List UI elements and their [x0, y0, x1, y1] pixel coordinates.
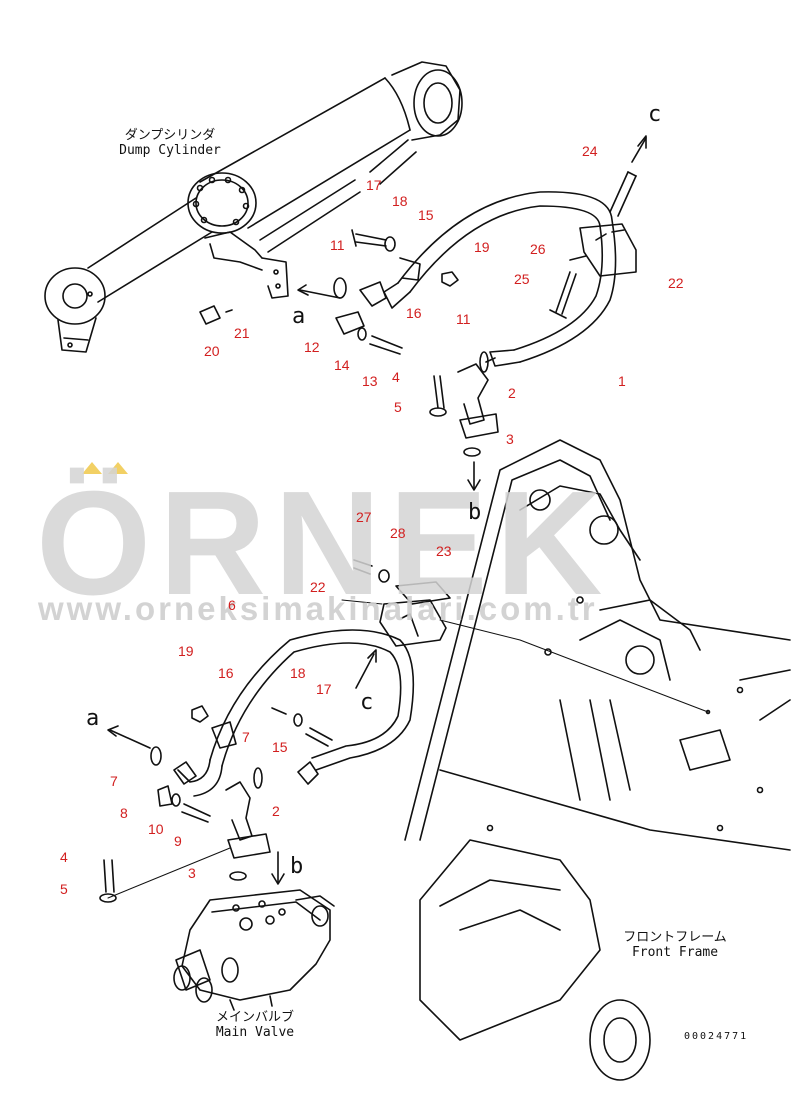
callout-10: 10	[148, 821, 164, 837]
callout-4-bottom: 4	[60, 849, 68, 865]
callout-8: 8	[120, 805, 128, 821]
watermark-dots-icon	[82, 462, 128, 474]
watermark-brand: ÖRNEK	[36, 461, 611, 626]
callout-13: 13	[362, 373, 378, 389]
front-frame-jp: フロントフレーム	[623, 930, 727, 945]
callout-20: 20	[204, 343, 220, 359]
callout-16-top: 16	[406, 305, 422, 321]
callout-12: 12	[304, 339, 320, 355]
callout-17-bottom: 17	[316, 681, 332, 697]
main-valve-jp: メインバルブ	[215, 1010, 294, 1025]
view-letter-a-bottom: a	[86, 706, 100, 731]
callout-25: 25	[514, 271, 530, 287]
drawing-number: 00024771	[684, 1031, 749, 1042]
callout-19-bottom: 19	[178, 643, 194, 659]
view-letter-b-bottom: b	[290, 854, 304, 879]
callout-19-top: 19	[474, 239, 490, 255]
callout-15-bottom: 15	[272, 739, 288, 755]
callout-2-top: 2	[508, 385, 516, 401]
front-frame-en: Front Frame	[631, 945, 719, 960]
callout-6: 6	[228, 597, 236, 613]
view-letter-b-top: b	[468, 500, 482, 525]
callout-17-top: 17	[366, 177, 382, 193]
callout-3-bottom: 3	[188, 865, 196, 881]
main-valve-drawing	[173, 889, 335, 1011]
callout-14: 14	[334, 357, 350, 373]
callout-5-top: 5	[394, 399, 402, 415]
callout-15-top: 15	[418, 207, 434, 223]
lower-hose-drawing	[99, 559, 451, 903]
callout-3-top: 3	[506, 431, 514, 447]
view-letter-c-bottom: c	[360, 690, 374, 715]
callout-21: 21	[234, 325, 250, 341]
callout-7-b: 7	[110, 773, 118, 789]
callout-4-top: 4	[392, 369, 400, 385]
view-letter-c-top: c	[648, 102, 662, 127]
callout-16-bottom: 16	[218, 665, 234, 681]
callout-7-a: 7	[242, 729, 250, 745]
callout-22-top: 22	[668, 275, 684, 291]
front-frame-caption: フロントフレーム Front Frame	[620, 930, 730, 960]
main-valve-caption: メインバルブ Main Valve	[200, 1010, 310, 1040]
callout-5-bottom: 5	[60, 881, 68, 897]
callout-11-right: 11	[456, 311, 471, 327]
callout-18-bottom: 18	[290, 665, 306, 681]
dump-cylinder-jp: ダンプシリンダ	[124, 128, 216, 143]
callout-27: 27	[356, 509, 372, 525]
main-valve-en: Main Valve	[215, 1025, 295, 1040]
callout-9: 9	[174, 833, 182, 849]
dump-cylinder-en: Dump Cylinder	[119, 143, 221, 158]
callout-1: 1	[618, 373, 626, 389]
dump-cylinder-drawing	[44, 61, 463, 353]
upper-hose-drawing	[199, 135, 647, 491]
callout-24: 24	[582, 143, 598, 159]
front-frame-drawing	[404, 439, 791, 1081]
callout-22-mid: 22	[310, 579, 326, 595]
view-letter-a-top: a	[292, 304, 306, 329]
callout-11-left: 11	[330, 237, 345, 253]
callout-18-top: 18	[392, 193, 408, 209]
callout-23: 23	[436, 543, 452, 559]
callout-28: 28	[390, 525, 406, 541]
watermark-url: www.orneksimakinalari.com.tr	[38, 590, 598, 627]
dump-cylinder-caption: ダンプシリンダ Dump Cylinder	[110, 128, 230, 158]
callout-2-bottom: 2	[272, 803, 280, 819]
callout-26: 26	[530, 241, 546, 257]
